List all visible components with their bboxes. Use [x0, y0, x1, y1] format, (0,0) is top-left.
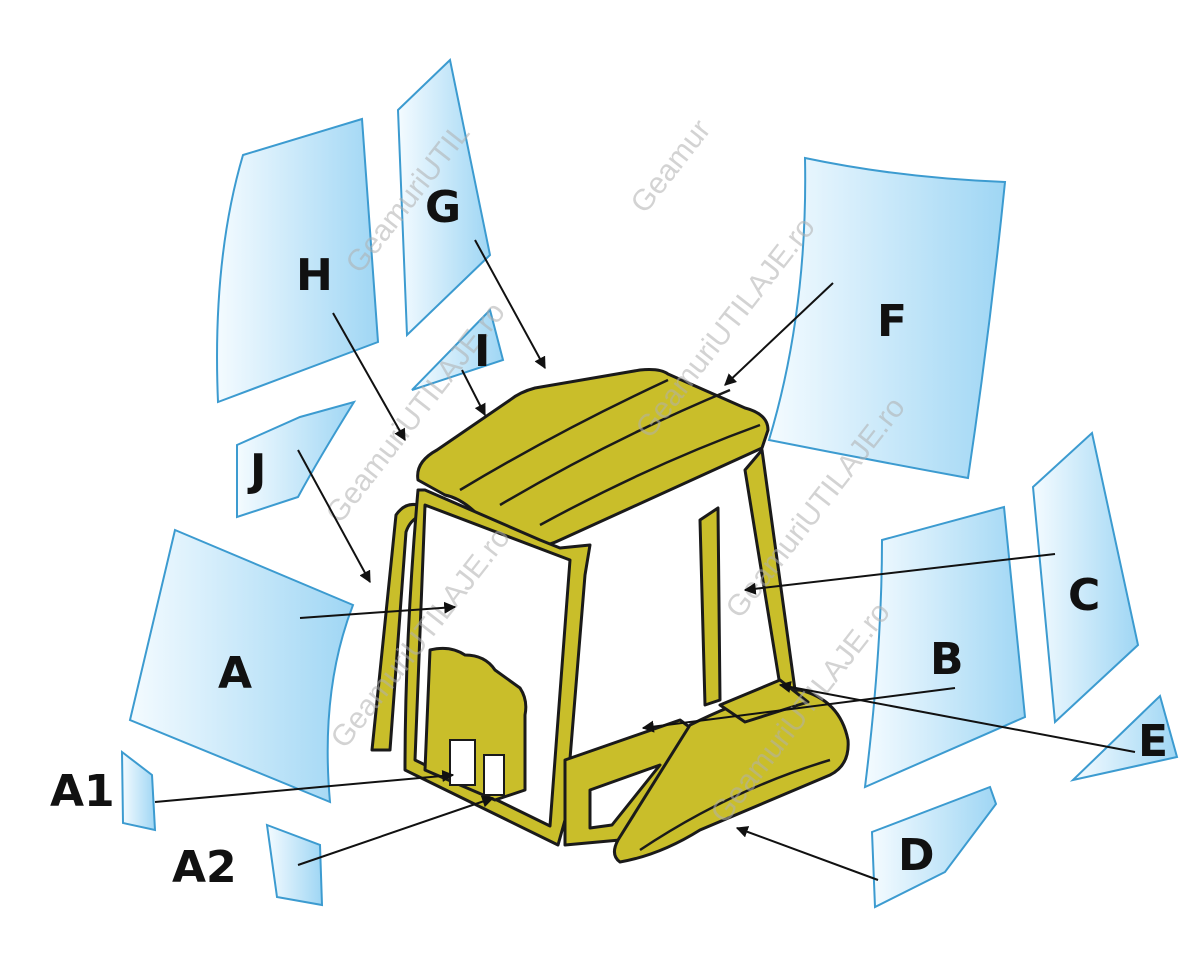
glass-panel-a: [128, 528, 355, 804]
label-e: E: [1138, 716, 1168, 767]
arrow-c: [743, 553, 1056, 595]
label-a: A: [218, 648, 252, 699]
glass-panel-e: [1069, 694, 1179, 782]
arrow-a1: [154, 769, 455, 803]
label-h: H: [296, 250, 333, 301]
glass-panel-a1: [120, 749, 157, 832]
cab-right-pillar: [698, 506, 722, 707]
arrow-d: [735, 826, 879, 881]
arrow-a: [299, 601, 457, 619]
glass-panel-a2: [265, 823, 324, 907]
glass-panel-j: [236, 400, 357, 519]
cab-left-frame: [403, 488, 592, 847]
label-a2: A2: [172, 842, 237, 893]
arrow-j: [297, 449, 371, 584]
glass-panel-c: [1031, 431, 1140, 725]
rear-light-left: [449, 739, 476, 786]
part-labels: G H I J F A A1 A2 C B E D: [50, 182, 1168, 893]
label-d: D: [898, 830, 935, 881]
label-b: B: [930, 634, 964, 685]
label-g: G: [425, 182, 461, 233]
arrow-f: [724, 282, 834, 386]
glass-panel-f: [767, 156, 1007, 480]
roof-ribs: [459, 378, 831, 852]
glass-panel-i: [411, 308, 505, 391]
arrow-i: [461, 369, 486, 417]
glass-panels: [120, 58, 1179, 909]
label-f: F: [877, 296, 907, 347]
arrow-b: [641, 687, 956, 733]
pointer-arrows: [154, 239, 1136, 881]
arrow-e: [778, 681, 1136, 753]
glass-panel-d: [870, 785, 998, 909]
label-j: J: [247, 445, 266, 496]
glass-panel-h: [216, 117, 380, 404]
arrow-h: [332, 312, 406, 442]
label-i: I: [474, 326, 490, 377]
glass-panel-g: [396, 58, 492, 338]
watermark-text: Geamur: [625, 114, 718, 220]
arrow-g: [474, 239, 546, 370]
arrow-a2: [297, 795, 495, 866]
rear-light-right: [483, 754, 505, 796]
label-c: C: [1068, 570, 1100, 621]
label-a1: A1: [50, 766, 115, 817]
